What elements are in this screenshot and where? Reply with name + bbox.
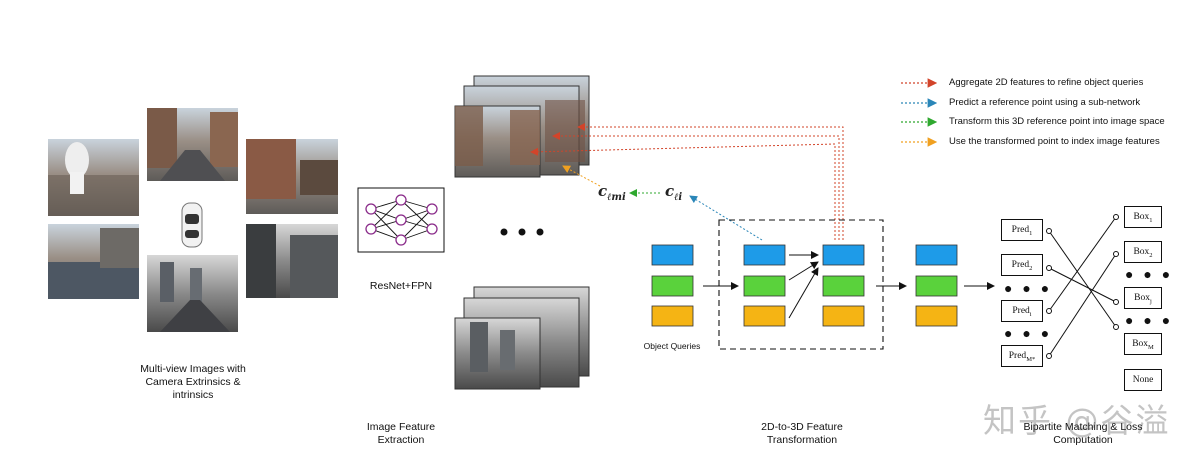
feature-maps-bottom (454, 286, 590, 390)
queries-output (915, 244, 958, 327)
legend-item-predict: Predict a reference point using a sub-ne… (949, 97, 1141, 108)
backbone-network-icon (357, 187, 445, 253)
gt-box-m: BoxM (1124, 333, 1162, 355)
pred-box-i: Predi (1001, 300, 1043, 322)
camera-images (48, 108, 338, 332)
math-c-lmi: cℓmi (598, 182, 626, 203)
watermark: 知乎 @谷溢 (983, 401, 1171, 440)
pred-box-2: Pred2 (1001, 254, 1043, 276)
feature-maps-top (454, 75, 590, 178)
gt-box-2: Box2 (1124, 241, 1162, 263)
aggregate-arrows (530, 123, 844, 240)
caption-transformation: 2D-to-3D Feature Transformation (761, 421, 843, 446)
caption-feature-extraction: Image Feature Extraction (366, 421, 436, 446)
legend-item-index: Use the transformed point to index image… (949, 136, 1160, 147)
index-arrow (562, 165, 601, 187)
gt-box-none: None (1124, 369, 1162, 391)
transformation-box (718, 219, 884, 350)
box-ellipsis-2: ● ● ● (1125, 312, 1174, 328)
pred-ellipsis-2: ● ● ● (1004, 325, 1053, 341)
pred-box-m: PredM* (1001, 345, 1043, 367)
feature-map-ellipsis-icon (500, 228, 544, 236)
gt-box-j: Boxj (1124, 287, 1162, 309)
caption-matching: Bipartite Matching & Loss Computation (1023, 421, 1143, 446)
caption-backbone: ResNet+FPN (369, 280, 433, 292)
caption-object-queries: Object Queries (643, 341, 701, 351)
pred-box-1: Pred1 (1001, 219, 1043, 241)
caption-multiview: Multi-view Images with Camera Extrinsics… (140, 363, 246, 401)
object-queries (651, 244, 694, 327)
legend-item-transform: Transform this 3D reference point into i… (949, 116, 1165, 127)
reference-point-arrow (689, 195, 763, 241)
box-ellipsis: ● ● ● (1125, 266, 1174, 282)
matching-lines (1048, 216, 1117, 357)
matching-endpoints (1046, 214, 1119, 359)
ego-car-icon (181, 202, 203, 248)
queries-stage-2 (822, 244, 865, 327)
math-c-li: cℓi (665, 182, 683, 203)
legend-item-aggregate: Aggregate 2D features to refine object q… (949, 77, 1144, 88)
queries-stage-1 (743, 244, 786, 327)
gt-box-1: Box1 (1124, 206, 1162, 228)
pred-ellipsis: ● ● ● (1004, 280, 1053, 296)
legend-lines (901, 78, 938, 147)
